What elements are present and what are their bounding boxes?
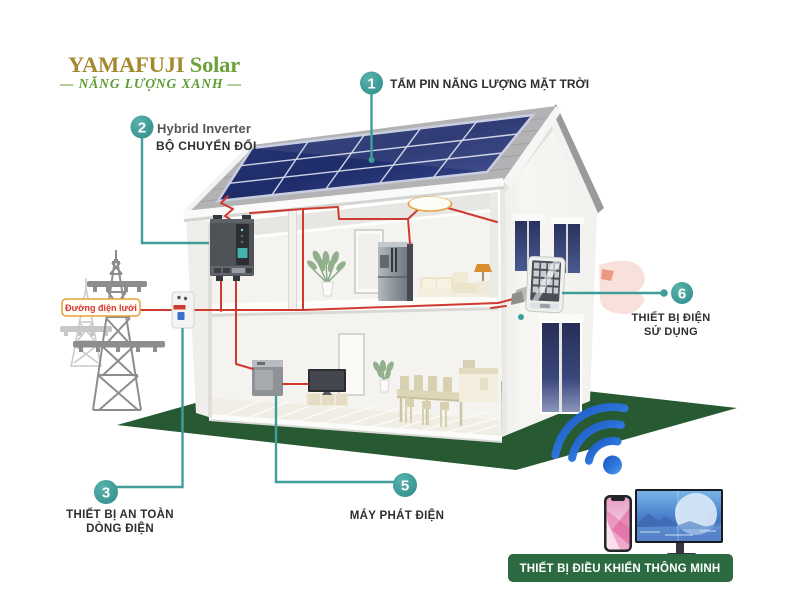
svg-text:DÒNG ĐIỆN: DÒNG ĐIỆN: [86, 522, 154, 535]
svg-text:SỬ DỤNG: SỬ DỤNG: [644, 325, 698, 338]
svg-text:Đường điện lưới: Đường điện lưới: [65, 303, 137, 313]
svg-text:TẤM PIN NĂNG LƯỢNG MẶT TRỜI: TẤM PIN NĂNG LƯỢNG MẶT TRỜI: [390, 76, 589, 91]
svg-text:Hybrid Inverter: Hybrid Inverter: [157, 121, 251, 136]
svg-text:THIẾT BỊ ĐIỆN: THIẾT BỊ ĐIỆN: [631, 311, 710, 324]
svg-text:1: 1: [367, 76, 375, 93]
svg-text:— NĂNG LƯỢNG XANH —: — NĂNG LƯỢNG XANH —: [59, 76, 242, 91]
svg-text:2: 2: [138, 120, 146, 137]
svg-text:THIẾT BỊ ĐIỀU KHIỂN THÔNG MINH: THIẾT BỊ ĐIỀU KHIỂN THÔNG MINH: [520, 562, 721, 575]
svg-text:6: 6: [678, 286, 686, 303]
svg-text:YAMAFUJI Solar: YAMAFUJI Solar: [68, 52, 240, 77]
svg-text:3: 3: [102, 485, 110, 502]
svg-text:5: 5: [401, 478, 409, 495]
svg-text:THIẾT BỊ AN TOÀN: THIẾT BỊ AN TOÀN: [66, 508, 174, 521]
svg-text:BỘ CHUYỂN ĐỔI: BỘ CHUYỂN ĐỔI: [156, 138, 257, 153]
svg-text:MÁY PHÁT ĐIỆN: MÁY PHÁT ĐIỆN: [350, 509, 444, 522]
